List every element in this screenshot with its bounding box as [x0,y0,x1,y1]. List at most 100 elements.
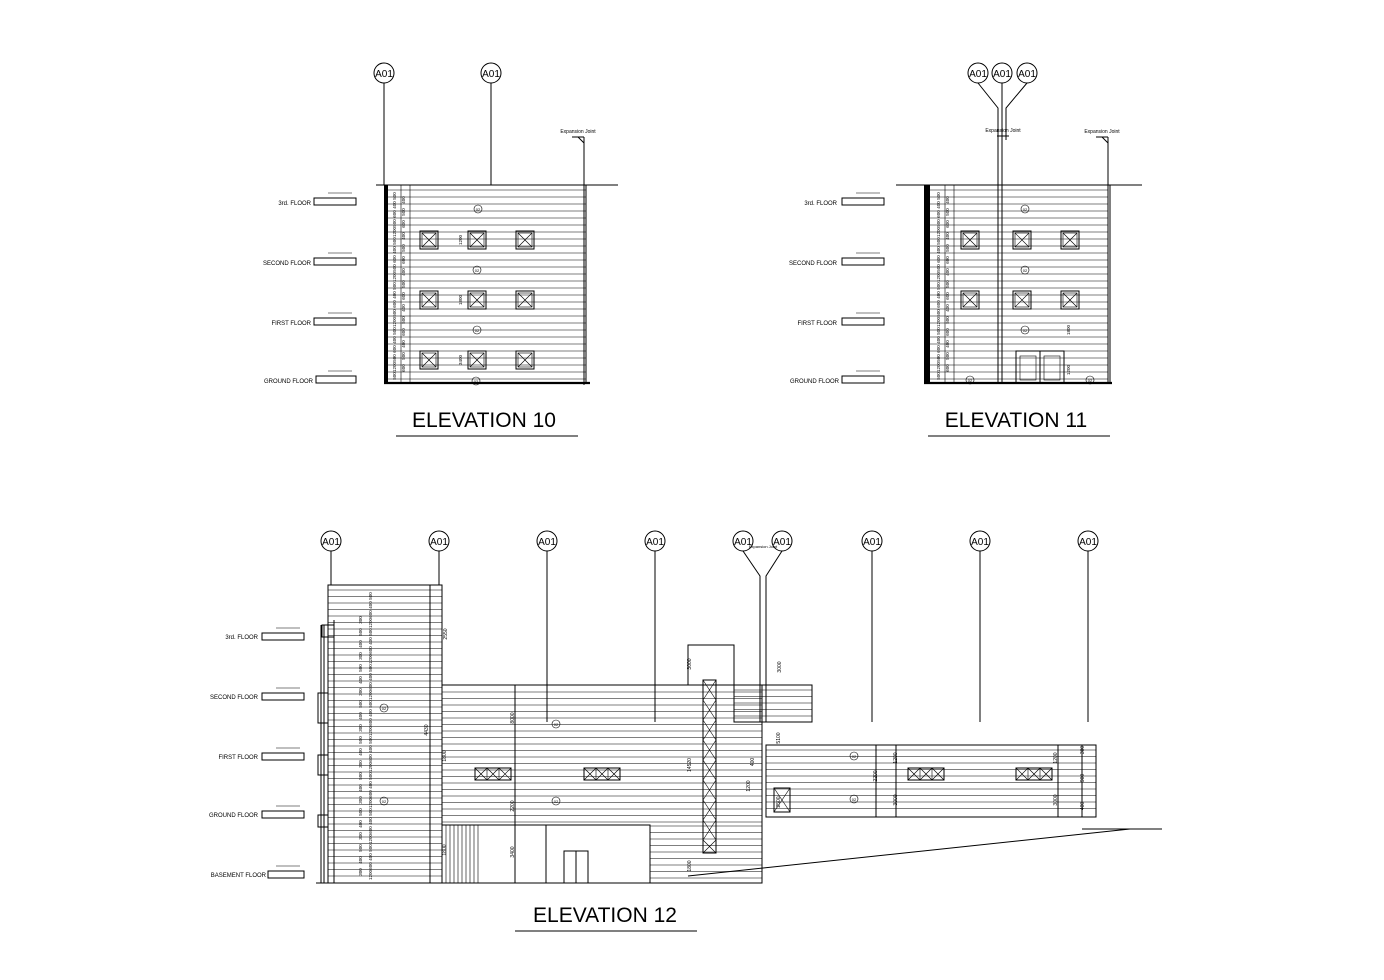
dimension-label: 500 [936,327,941,335]
dimension-strings: 5004006001200500400600120050040060012005… [358,592,1086,880]
window-band [907,767,945,781]
window [515,230,535,250]
dimension-label: 300 [358,724,363,732]
dimension-label: 1200 [392,316,397,327]
ground-slope [687,828,1131,877]
dimension-label: 2200 [873,770,879,781]
dimension-label: 600 [936,255,941,263]
window [1060,290,1080,310]
svg-text:GROUND FLOOR: GROUND FLOOR [209,813,259,819]
svg-text:02: 02 [475,268,480,273]
window [515,290,535,310]
room-tag: 02 [1020,265,1030,275]
window-band [474,767,512,781]
svg-text:A01: A01 [993,69,1011,80]
dimension-label: 400 [945,232,950,240]
dimension-label: 600 [401,220,406,228]
dimension-label: 300 [358,760,363,768]
dimension-label: 300 [358,796,363,804]
grid-bubble: A01 [536,530,558,722]
svg-text:02: 02 [1023,207,1028,212]
grid-bubble: A01 [1016,62,1038,84]
dimension-label: 1200 [368,761,373,772]
grid-bubble: A01 [861,530,883,722]
dimension-label: 3000 [687,658,693,669]
room-tag: 02 [551,796,561,806]
window-group [474,767,1053,781]
dimension-label: 400 [945,340,950,348]
room-tag: 02 [551,719,561,729]
dimension-label: 500 [401,352,406,360]
svg-text:FIRST FLOOR: FIRST FLOOR [271,321,311,327]
svg-text:02: 02 [1023,268,1028,273]
dimension-label: 400 [936,291,941,299]
svg-text:02: 02 [382,799,387,804]
dimension-label: 1200 [368,617,373,628]
dimension-label: 1200 [392,226,397,237]
dimension-label: 1200 [392,271,397,282]
svg-text:Expansion Joint: Expansion Joint [1084,129,1120,135]
dimension-label: 1200 [368,653,373,664]
dimension-label: 500 [936,354,941,362]
dimension-label: 400 [392,246,397,254]
elevation-10-title: ELEVATION 10 [412,409,556,432]
dimension-label: 600 [368,754,373,762]
dimension-label: 400 [368,853,373,861]
svg-text:3rd. FLOOR: 3rd. FLOOR [278,201,311,207]
svg-text:A01: A01 [538,537,556,548]
elevation-11-title: ELEVATION 11 [945,409,1087,432]
dimension-label: 600 [392,300,397,308]
cladding-lines [328,589,1096,879]
dimension-label: 400 [401,268,406,276]
dimension-label: 1200 [936,316,941,327]
dimension-label: 1200 [893,752,899,763]
level-marker-first-floor: FIRST FLOOR [218,747,305,761]
room-tag: 02 [965,375,975,385]
dimension-label: 3000 [893,794,899,805]
dimension-label: 400 [401,304,406,312]
svg-text:Expansion Joint: Expansion Joint [560,129,596,135]
dimension-label: 400 [392,291,397,299]
dimension-label: 900 [1080,774,1086,783]
window [960,230,980,250]
room-tag: 02 [849,751,859,761]
dimension-label: 300 [358,832,363,840]
dimension-label: 600 [368,610,373,618]
dimension-label: 500 [936,192,941,200]
svg-text:02: 02 [382,706,387,711]
dimension-label: 500 [936,372,941,380]
dimension-label: 400 [368,637,373,645]
end-wall [924,185,930,383]
dimension-label: 1800 [458,294,463,305]
dimension-label: 1200 [1066,364,1071,375]
dimension-label: 600 [936,345,941,353]
dimension-label: 3000 [1053,794,1059,805]
dimension-label: 600 [392,345,397,353]
level-marker-first-floor: FIRST FLOOR [271,312,357,327]
dimension-label: 400 [358,856,363,864]
svg-text:Expansion Joint: Expansion Joint [749,544,778,549]
dimension-label: 600 [368,826,373,834]
svg-text:FIRST FLOOR: FIRST FLOOR [797,321,837,327]
svg-text:A01: A01 [971,537,989,548]
dimension-label: 1200 [368,797,373,808]
dimension-label: 1200 [368,833,373,844]
dimension-label: 2500 [776,796,782,807]
elevation-11: A01 A01 A01 Expansion Joint Expansion Jo… [789,62,1142,437]
dimension-label: 500 [368,592,373,600]
window [1012,230,1032,250]
dimension-label: 1200 [936,226,941,237]
dimension-label: 1200 [368,725,373,736]
dimension-label: 400 [358,640,363,648]
window-band [583,767,621,781]
dimension-label: 600 [945,328,950,336]
grid-bubble: A01 [991,62,1013,84]
window [467,230,487,250]
window-group [960,230,1080,310]
room-tag: 02 [471,376,481,386]
svg-text:A01: A01 [863,537,881,548]
dimension-label: 1800 [1066,324,1071,335]
level-marker-ground-floor: GROUND FLOOR [264,370,357,385]
